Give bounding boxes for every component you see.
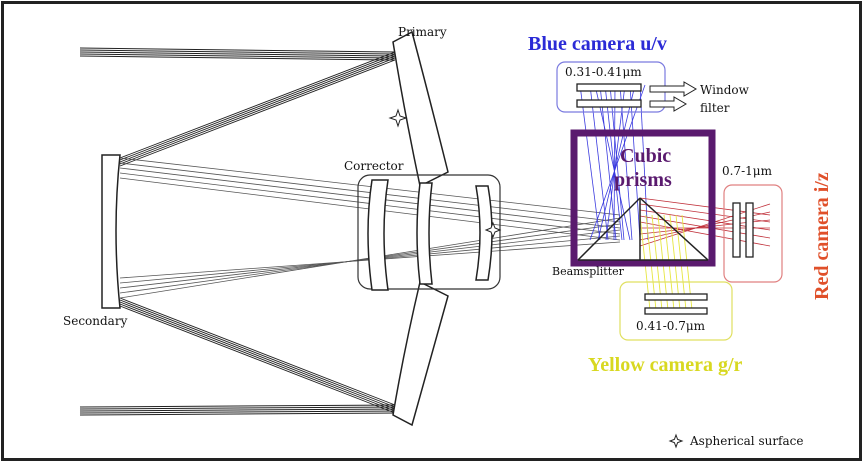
aspherical-marker-corrector [484,221,502,239]
cubic-prisms-line2: prisms [614,169,672,191]
primary-label: Primary [398,25,447,39]
red-camera-box [723,184,783,283]
yellow-camera-filters [644,293,708,315]
red-range-label: 0.7-1μm [722,164,772,178]
aspherical-legend-icon [668,433,684,449]
aspherical-legend-label: Aspherical surface [690,434,804,448]
red-camera-filters [732,202,754,258]
aspherical-marker-primary [388,108,408,128]
outer-frame [1,1,862,461]
filter-arrow [649,96,687,112]
corrector-label: Corrector [344,159,404,173]
corrector-box [357,174,501,290]
yellow-range-label: 0.41-0.7μm [636,319,706,333]
primary-to-secondary-rays-bottom [119,297,396,414]
blue-range-label: 0.31-0.41μm [565,65,642,79]
filter-label: filter [700,101,730,115]
window-label: Window [700,83,749,97]
incoming-rays-bottom [79,404,396,416]
secondary-label: Secondary [63,314,128,328]
primary-mirror-top [392,30,449,188]
beamsplitter-label: Beamsplitter [552,265,624,278]
corrector-lenses [367,179,493,291]
blue-camera-filters [576,83,642,108]
blue-rays [579,84,649,241]
red-camera-title: Red camera i/z [811,172,833,300]
secondary-mirror [101,154,121,309]
cubic-prisms-line1: Cubic [620,145,672,167]
blue-camera-title: Blue camera u/v [528,33,667,55]
primary-mirror-bottom [392,280,449,427]
cubic-prism-box [570,129,716,267]
primary-to-secondary-rays-top [119,51,396,167]
beamsplitter-prism [577,197,709,261]
yellow-camera-box [619,281,733,341]
incoming-rays-top [79,47,396,61]
window-arrow [649,81,697,97]
yellow-camera-title: Yellow camera g/r [588,354,743,376]
